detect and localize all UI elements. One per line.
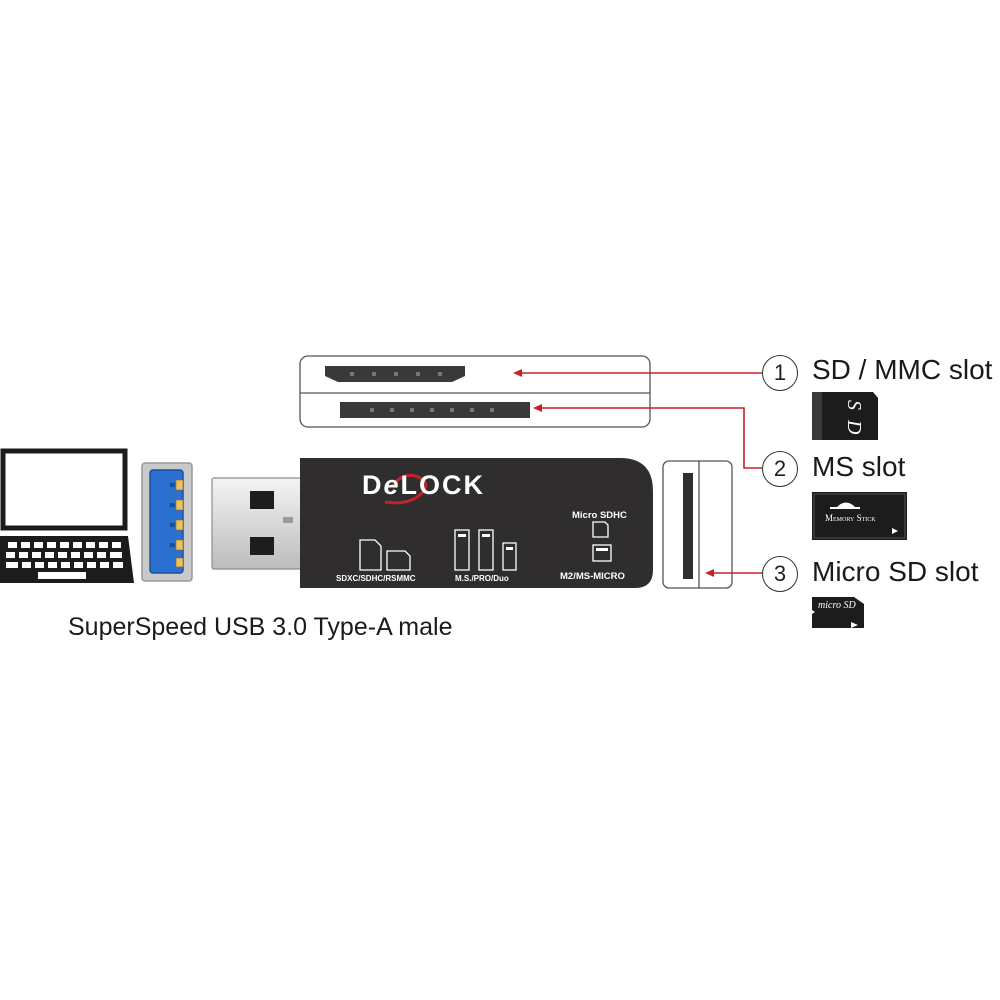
ms-slot [340, 402, 530, 418]
memory-stick-text: Memory Stick [825, 513, 876, 523]
memory-stick-icon [812, 492, 907, 540]
sd-mmc-slot [325, 366, 465, 382]
card-reader-body [300, 458, 653, 588]
callout-number-3: 3 [762, 556, 798, 592]
micro-sd-card-icon [812, 597, 864, 628]
micro-sd-text: micro SD [818, 600, 856, 611]
reader-side-view [299, 355, 651, 428]
sd-card-icon: S D [812, 392, 878, 440]
callout-number-2: 2 [762, 451, 798, 487]
usb-plug [211, 477, 306, 570]
slot-label-micro-sd: Micro SD slot [812, 556, 979, 587]
brand-letter-d: D [362, 470, 384, 500]
brand-letters-rest: LOCK [400, 470, 486, 500]
svg-text:S: S [843, 400, 865, 410]
laptop-icon [0, 448, 134, 583]
usb-caption: SuperSpeed USB 3.0 Type-A male [68, 613, 453, 641]
slot-label-ms: MS slot [812, 451, 906, 482]
label-ms-formats: M.S./PRO/Duo [455, 574, 509, 583]
micro-sd-slot [683, 473, 693, 579]
slot-label-sd-mmc: SD / MMC slot [812, 354, 993, 385]
label-sd-formats: SDXC/SDHC/RSMMC [336, 574, 416, 583]
brand-letter-e: e [383, 470, 401, 500]
brand-logo: DeLOCK [362, 470, 485, 501]
usb-port-icon [141, 462, 193, 582]
callout-number-1: 1 [762, 355, 798, 391]
label-micro-sdhc: Micro SDHC [572, 510, 627, 521]
reader-end-view [662, 460, 733, 589]
callout-lines [520, 372, 762, 574]
svg-text:D: D [843, 419, 865, 435]
label-m2-ms-micro: M2/MS-MICRO [560, 571, 625, 582]
